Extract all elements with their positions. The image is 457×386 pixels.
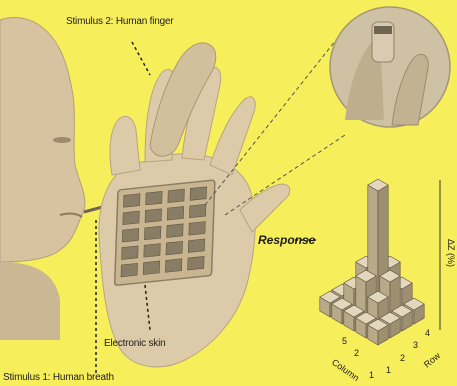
zoom-inset xyxy=(330,7,450,127)
column-tick-5: 5 xyxy=(342,336,347,346)
sensor-cell xyxy=(122,246,139,260)
sensor-cell xyxy=(144,244,161,258)
sensor-cell xyxy=(143,261,160,275)
sensor-cell xyxy=(123,211,140,225)
sensor-cell xyxy=(190,187,207,201)
sensor-cell xyxy=(166,241,183,255)
sensor-cell xyxy=(123,194,140,208)
sensor-cell xyxy=(188,239,205,253)
response-3d-bar-chart xyxy=(320,179,424,345)
electronic-skin-label: Electronic skin xyxy=(104,338,165,349)
head-eye xyxy=(53,137,71,143)
column-tick-2: 2 xyxy=(354,348,359,358)
stimulus1-label: Stimulus 1: Human breath xyxy=(3,372,114,383)
row-tick-3: 3 xyxy=(413,340,418,350)
sensor-cell xyxy=(188,256,205,270)
sensor-cell xyxy=(122,228,139,242)
sensor-cell xyxy=(167,224,184,238)
z-axis-label: ΔZ (%) xyxy=(446,239,456,267)
sensor-cell xyxy=(146,191,163,205)
sensor-cell xyxy=(189,204,206,218)
sensor-cell xyxy=(189,222,206,236)
row-tick-1: 1 xyxy=(386,365,391,375)
dashed-leader-2 xyxy=(225,135,345,215)
sensor-cell xyxy=(167,206,184,220)
human-head xyxy=(0,18,85,263)
row-tick-2: 2 xyxy=(400,353,405,363)
head-neck xyxy=(0,262,60,340)
sensor-cell xyxy=(121,263,138,277)
sensor-cell xyxy=(168,189,185,203)
sensor-cell xyxy=(165,259,182,273)
row-tick-4: 4 xyxy=(425,328,430,338)
column-tick-1: 1 xyxy=(369,370,374,380)
response-label: Response xyxy=(258,233,315,247)
stimulus2-label: Stimulus 2: Human finger xyxy=(66,16,173,27)
sensor-cell xyxy=(145,209,162,223)
dashed-arrow-finger xyxy=(132,42,150,75)
sensor-cell xyxy=(144,226,161,240)
